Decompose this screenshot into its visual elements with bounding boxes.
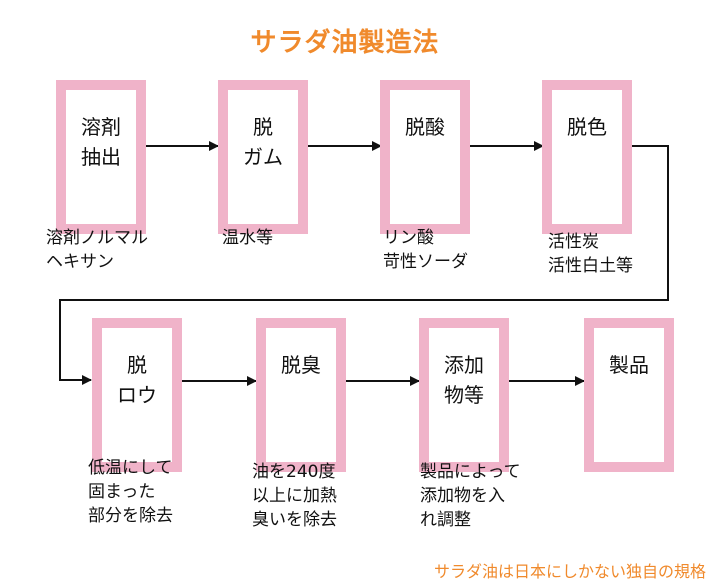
step-box-bleaching: 脱色 xyxy=(542,80,632,234)
step-label: ガム xyxy=(243,145,283,169)
note-line: 活性炭 xyxy=(548,232,599,252)
step-label: 脱 xyxy=(253,115,273,139)
step-label: 脱酸 xyxy=(405,115,445,139)
step-note-solvent-extraction: 溶剤ノルマル ヘキサン xyxy=(46,226,148,274)
note-line: 活性白土等 xyxy=(548,256,633,276)
step-note-deodorization: 油を240度 以上に加熱 臭いを除去 xyxy=(252,460,337,532)
step-box-deacidification: 脱酸 xyxy=(380,80,470,234)
note-line: 溶剤ノルマル xyxy=(46,228,148,248)
note-line: れ調整 xyxy=(420,510,471,530)
step-label: 脱 xyxy=(127,353,147,377)
note-line: 以上に加熱 xyxy=(252,486,337,506)
step-note-deacidification: リン酸 苛性ソーダ xyxy=(383,226,468,274)
step-box-degumming: 脱 ガム xyxy=(218,80,308,234)
arrow-step4-to-step5 xyxy=(59,145,669,385)
step-label: 添加 xyxy=(444,353,484,377)
note-line: リン酸 xyxy=(383,228,434,248)
step-box-deodorization: 脱臭 xyxy=(256,318,346,472)
diagram-title: サラダ油製造法 xyxy=(250,28,440,58)
step-box-product: 製品 xyxy=(584,318,674,472)
step-note-additives: 製品によって 添加物を入 れ調整 xyxy=(420,460,521,532)
step-box-solvent-extraction: 溶剤 抽出 xyxy=(56,80,146,234)
note-line: 添加物を入 xyxy=(420,486,505,506)
step-label: 脱色 xyxy=(567,115,607,139)
step-label: ロウ xyxy=(117,383,157,407)
note-line: 臭いを除去 xyxy=(252,510,337,530)
step-note-degumming: 温水等 xyxy=(222,226,273,250)
step-note-dewaxing: 低温にして 固まった 部分を除去 xyxy=(88,456,173,528)
step-label: 溶剤 xyxy=(81,115,121,139)
note-line: 苛性ソーダ xyxy=(383,252,468,272)
step-box-additives: 添加 物等 xyxy=(419,318,509,472)
step-label: 物等 xyxy=(444,383,484,407)
note-line: 油を240度 xyxy=(252,462,336,482)
note-line: 固まった xyxy=(88,482,156,502)
step-label: 製品 xyxy=(609,353,649,377)
footer-note: サラダ油は日本にしかない独自の規格 xyxy=(433,562,706,581)
note-line: 温水等 xyxy=(222,228,273,248)
step-label: 抽出 xyxy=(81,145,121,169)
step-box-dewaxing: 脱 ロウ xyxy=(92,318,182,472)
step-note-bleaching: 活性炭 活性白土等 xyxy=(548,230,633,278)
note-line: 低温にして xyxy=(88,458,173,478)
step-label: 脱臭 xyxy=(281,353,321,377)
note-line: 部分を除去 xyxy=(88,506,173,526)
note-line: 製品によって xyxy=(420,462,521,482)
note-line: ヘキサン xyxy=(46,252,114,272)
